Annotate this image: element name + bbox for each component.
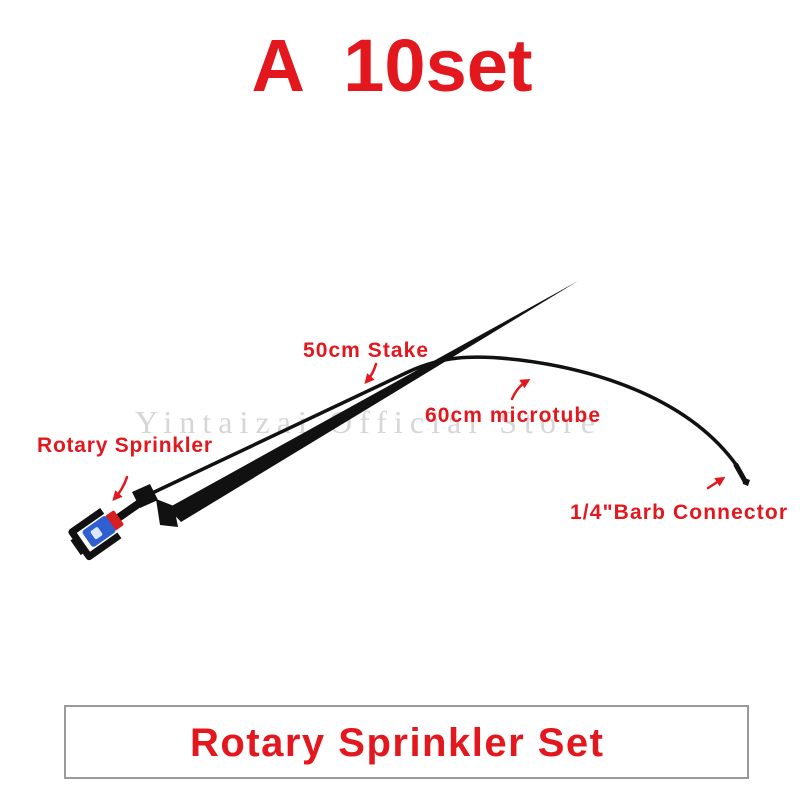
stake xyxy=(156,281,578,527)
stake-foot xyxy=(156,499,178,527)
rotary-sprinkler-head xyxy=(68,500,141,561)
caption-box xyxy=(64,705,749,779)
stake-spike xyxy=(168,281,578,522)
sprinkler-stem xyxy=(115,500,141,522)
caption: Rotary Sprinkler Set xyxy=(190,721,603,765)
arrow-microtube xyxy=(510,378,531,401)
microtube xyxy=(146,355,739,497)
arrow-stake xyxy=(364,362,378,385)
barb-connector-tip xyxy=(742,477,750,486)
barb-connector xyxy=(733,462,750,486)
page-title: A 10set xyxy=(251,24,532,107)
label-rotary-sprinkler: Rotary Sprinkler xyxy=(37,434,212,457)
sprinkler-red-ring xyxy=(105,510,124,531)
label-barb-connector: 1/4"Barb Connector xyxy=(570,501,787,524)
arrow-barb-connector xyxy=(706,476,726,490)
arrow-rotary-sprinkler xyxy=(112,475,129,501)
sprinkler-rotor-highlight xyxy=(90,527,103,540)
t-connector xyxy=(132,484,158,508)
label-microtube: 60cm microtube xyxy=(425,404,600,427)
sprinkler-frame-cap xyxy=(70,535,88,556)
label-stake: 50cm Stake xyxy=(303,339,428,362)
